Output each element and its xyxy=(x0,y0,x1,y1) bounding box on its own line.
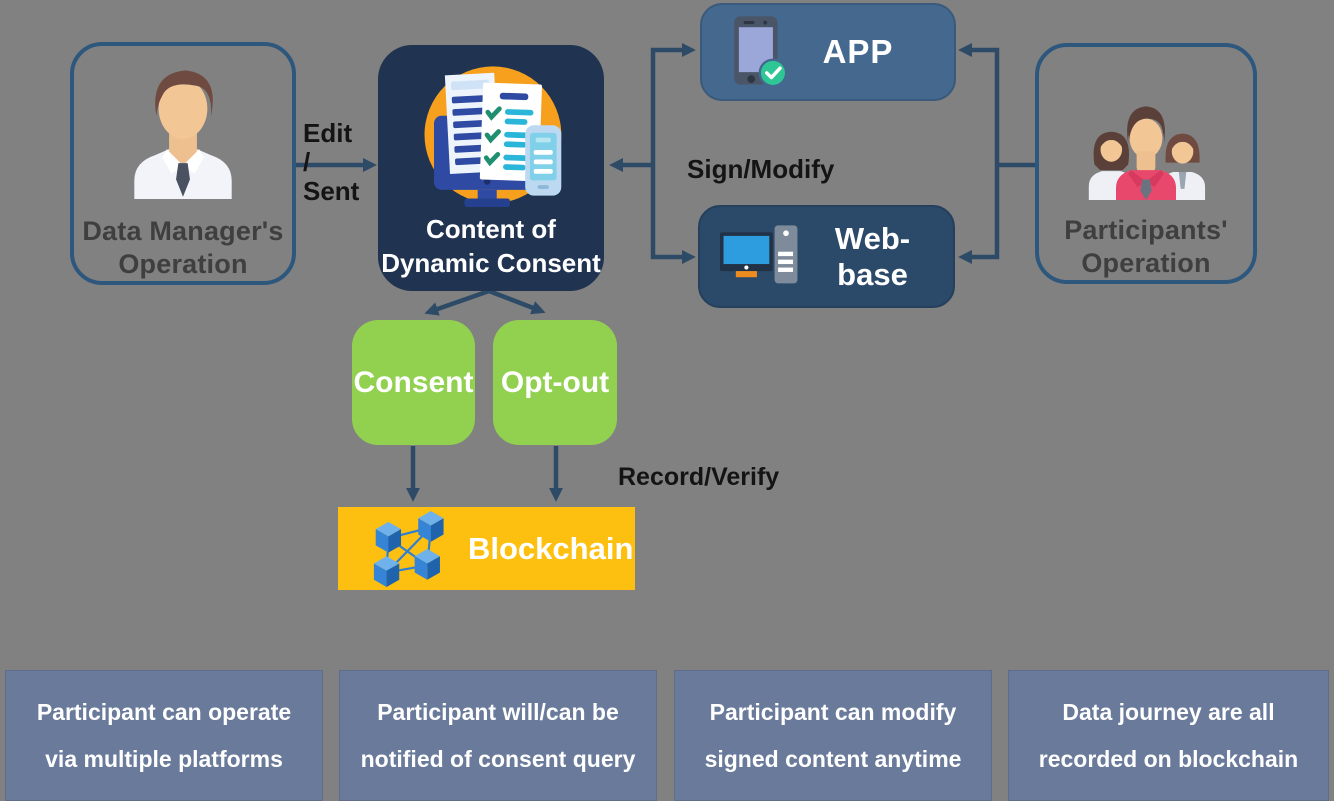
fork-content-to-actions xyxy=(424,288,546,316)
note-line: recorded on blockchain xyxy=(1038,745,1299,772)
note-recorded-blockchain: Data journey are all recorded on blockch… xyxy=(1008,670,1329,801)
consent-document-icon xyxy=(424,66,562,207)
note-line: Data journey are all xyxy=(1062,698,1275,725)
person-icon xyxy=(134,70,232,200)
connector-platforms-left xyxy=(650,43,696,264)
edge-label-edit-sent: Edit / Sent xyxy=(303,118,360,207)
node-data-manager: Data Manager's Operation xyxy=(70,42,296,285)
blockchain-label: Blockchain xyxy=(468,530,634,566)
node-opt-out: Opt-out xyxy=(493,320,617,445)
edge-label-sign-modify: Sign/Modify xyxy=(687,154,835,184)
data-manager-label: Data Manager's Operation xyxy=(82,216,284,280)
edge-label-record-verify: Record/Verify xyxy=(618,463,780,491)
note-line: Participant can operate xyxy=(36,698,292,725)
note-line: Participant can modify xyxy=(709,698,957,725)
participants-label: Participants' Operation xyxy=(1064,215,1228,279)
desktop-computer-icon xyxy=(720,224,798,283)
node-consent: Consent xyxy=(352,320,475,445)
note-modify-anytime: Participant can modify signed content an… xyxy=(674,670,992,801)
blockchain-network-icon xyxy=(373,510,444,587)
node-participants: Participants' Operation xyxy=(1035,43,1257,284)
note-multiple-platforms: Participant can operate via multiple pla… xyxy=(5,670,323,801)
note-line: notified of consent query xyxy=(360,745,636,772)
node-app: APP xyxy=(700,3,956,101)
node-blockchain: Blockchain xyxy=(338,507,635,590)
note-line: via multiple platforms xyxy=(45,745,283,772)
node-dynamic-consent-content: Content of Dynamic Consent xyxy=(378,45,604,291)
connector-platforms-right xyxy=(958,43,1000,264)
smartphone-check-icon xyxy=(734,16,788,88)
node-web-base: Web-base xyxy=(698,205,955,308)
group-icon xyxy=(1088,106,1206,201)
note-line: Participant will/can be xyxy=(377,698,619,725)
note-consent-query: Participant will/can be notified of cons… xyxy=(339,670,657,801)
content-label: Content of Dynamic Consent xyxy=(381,214,601,278)
note-line: signed content anytime xyxy=(704,745,962,772)
app-label: APP xyxy=(822,33,894,70)
web-base-label: Web-base xyxy=(834,220,911,292)
